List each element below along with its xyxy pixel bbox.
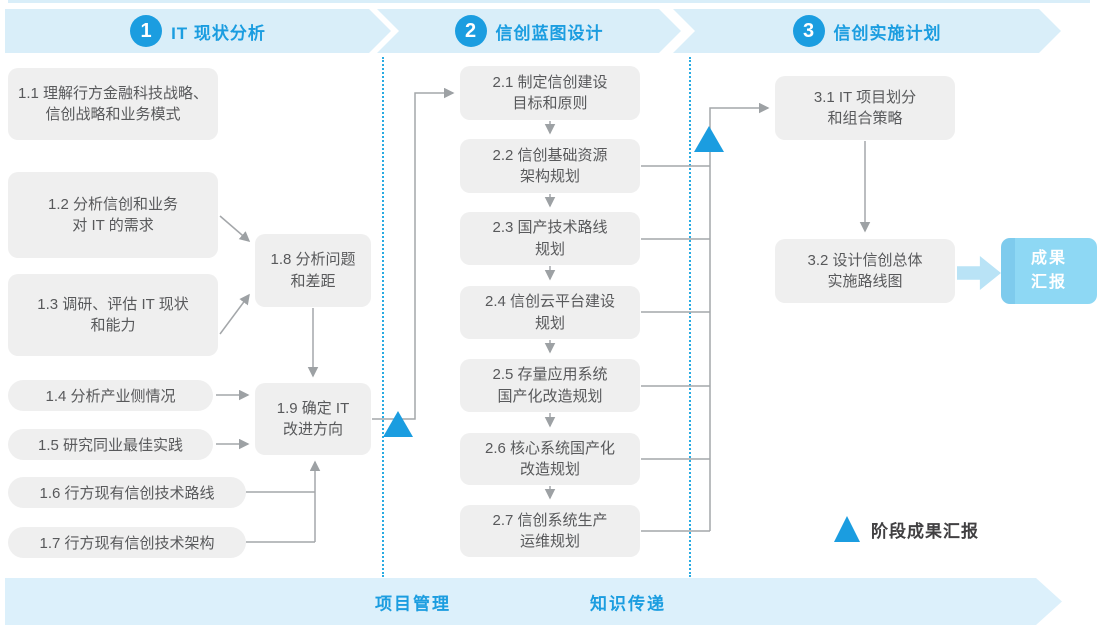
phase-divider-dotted-1	[382, 57, 384, 577]
arrow-1-9-to-2-1	[372, 87, 455, 420]
box-text: 目标和原则	[512, 95, 588, 112]
box-2-4: 2.4 信创云平台建设 规划	[460, 286, 640, 339]
box-text: 和差距	[290, 272, 336, 290]
box-text: 2.7 信创系统生产	[492, 511, 608, 529]
top-border-strip	[8, 0, 1090, 3]
legend-label: 阶段成果汇报	[871, 521, 979, 541]
box-1-7: 1.7 行方现有信创技术架构	[8, 527, 246, 558]
result-text: 成果	[1030, 250, 1067, 267]
box-text: 2.6 核心系统国产化	[484, 439, 616, 457]
milestone-triangle-icon	[694, 126, 724, 152]
box-text: 2.3 国产技术路线	[492, 219, 608, 237]
arrow-1-3-to-1-8	[219, 293, 250, 335]
box-3-2: 3.2 设计信创总体 实施路线图	[775, 239, 955, 303]
footer-label-knowledge-transfer: 知识传递	[590, 594, 666, 613]
box-text: 2.5 存量应用系统	[492, 366, 608, 384]
phase-title-3: 信创实施计划	[833, 23, 942, 43]
box-2-5: 2.5 存量应用系统 国产化改造规划	[460, 359, 640, 412]
box-text: 对 IT 的需求	[72, 217, 154, 234]
phase-divider-dotted-2	[689, 57, 691, 577]
phase-banner-1: 1 IT 现状分析	[5, 9, 391, 53]
box-text: 2.1 制定信创建设	[492, 73, 608, 91]
milestone-triangle-icon	[383, 411, 413, 437]
box-2-6: 2.6 核心系统国产化 改造规划	[460, 433, 640, 485]
box-text: 实施路线图	[827, 273, 903, 290]
box-text: 2.4 信创云平台建设	[484, 293, 616, 311]
box-text: 运维规划	[519, 533, 580, 550]
box-1-9: 1.9 确定 IT 改进方向	[255, 383, 371, 455]
box-text: 改进方向	[282, 421, 343, 438]
box-text: 和组合策略	[827, 110, 903, 127]
box-2-3: 2.3 国产技术路线 规划	[460, 212, 640, 265]
box-text: 架构规划	[519, 168, 580, 185]
phase-banner-2: 2 信创蓝图设计	[377, 9, 681, 53]
phase-number-badge-1: 1	[130, 15, 162, 47]
box-2-7: 2.7 信创系统生产 运维规划	[460, 505, 640, 557]
box-2-2: 2.2 信创基础资源 架构规划	[460, 139, 640, 193]
arrow-collector-to-3-1	[709, 102, 770, 531]
phase-banner-3: 3 信创实施计划	[673, 9, 1061, 53]
result-box: 成果 汇报	[1001, 238, 1097, 304]
box-text: 国产化改造规划	[497, 387, 603, 405]
box-1-4: 1.4 分析产业侧情况	[8, 380, 213, 411]
box-text: 信创战略和业务模式	[45, 106, 181, 123]
phase-title-2: 信创蓝图设计	[495, 23, 604, 43]
box-text: 2.2 信创基础资源	[492, 146, 608, 164]
phase-title-1: IT 现状分析	[171, 23, 266, 43]
legend: 阶段成果汇报	[834, 516, 979, 542]
box-1-1: 1.1 理解行方金融科技战略、 信创战略和业务模式	[8, 68, 218, 140]
box-1-6: 1.6 行方现有信创技术路线	[8, 477, 246, 508]
box-text: 和能力	[90, 317, 136, 334]
box-text: 1.1 理解行方金融科技战略、	[17, 84, 209, 102]
result-text: 汇报	[1030, 274, 1067, 291]
box-text: 1.9 确定 IT	[276, 399, 350, 417]
box-text: 3.2 设计信创总体	[807, 251, 923, 269]
box-text: 规划	[534, 314, 565, 332]
legend-triangle-icon	[834, 516, 860, 542]
box-2-1: 2.1 制定信创建设 目标和原则	[460, 66, 640, 120]
box-text: 改造规划	[519, 461, 580, 478]
arrow-1-2-to-1-8	[219, 215, 251, 242]
box-text: 1.8 分析问题	[270, 251, 356, 269]
phase-number-badge-2: 2	[455, 15, 487, 47]
box-1-8: 1.8 分析问题 和差距	[255, 234, 371, 307]
footer-label-project-management: 项目管理	[375, 594, 451, 613]
box-1-5: 1.5 研究同业最佳实践	[8, 429, 213, 460]
box-text: 1.3 调研、评估 IT 现状	[37, 295, 189, 313]
box-text: 规划	[534, 240, 565, 258]
box-3-1: 3.1 IT 项目划分 和组合策略	[775, 76, 955, 140]
box-text: 1.2 分析信创和业务	[47, 195, 179, 213]
box-text: 3.1 IT 项目划分	[813, 88, 917, 106]
box-1-2: 1.2 分析信创和业务 对 IT 的需求	[8, 172, 218, 258]
phase-number-badge-3: 3	[793, 15, 825, 47]
box-1-3: 1.3 调研、评估 IT 现状 和能力	[8, 274, 218, 356]
bottom-banner: 项目管理 知识传递	[5, 578, 1062, 625]
